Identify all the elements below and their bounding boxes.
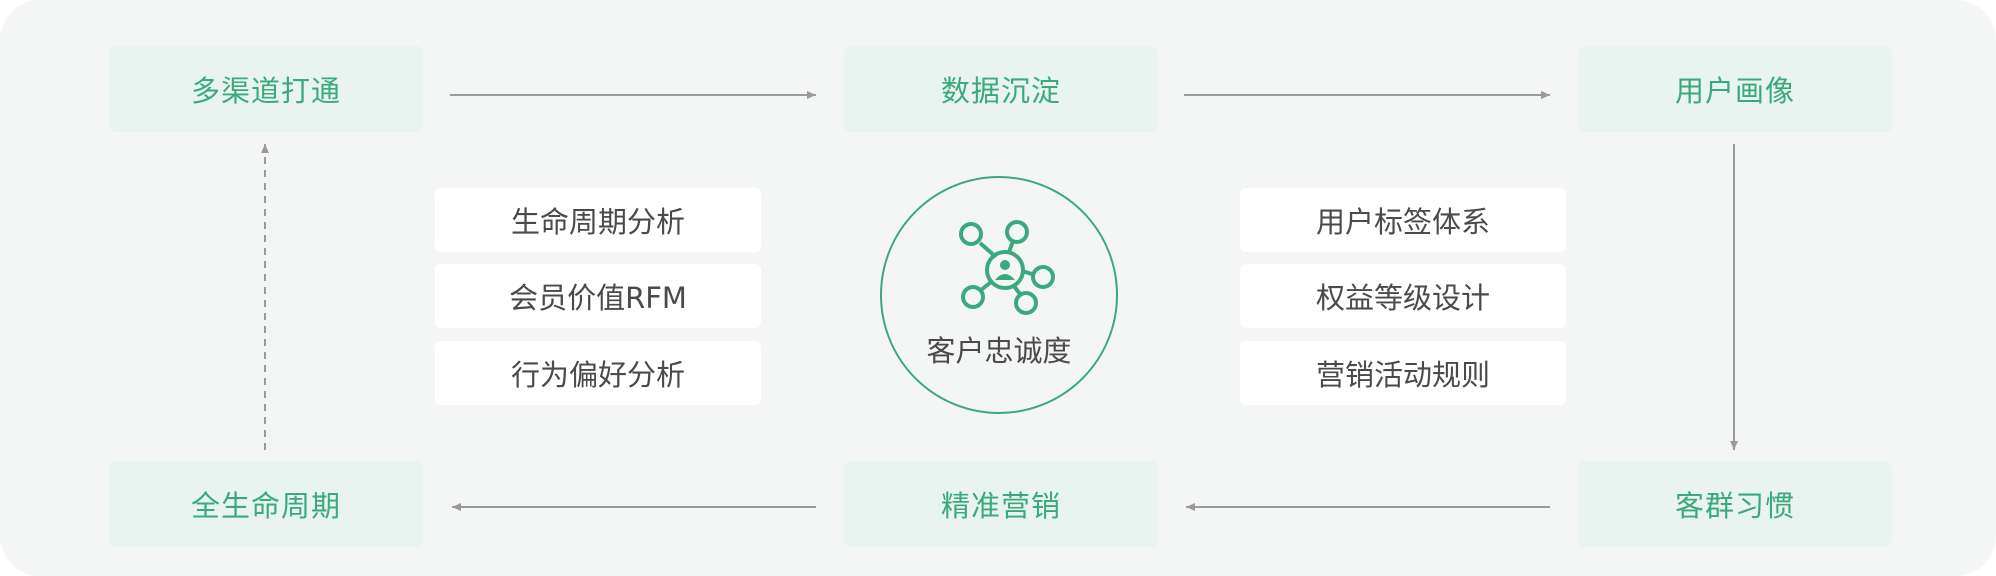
network-user-icon	[959, 220, 1055, 315]
right-tag-marketing-rules: 营销活动规则	[1240, 341, 1566, 405]
left-tag-member-value-rfm: 会员价值RFM	[435, 264, 761, 328]
center-label: 客户忠诚度	[926, 334, 1072, 368]
right-tag-rights-level-design: 权益等级设计	[1240, 264, 1566, 328]
node-data-deposit: 数据沉淀	[844, 46, 1158, 132]
left-tag-lifecycle-analysis: 生命周期分析	[435, 188, 761, 252]
node-user-profile: 用户画像	[1578, 46, 1892, 132]
node-channels: 多渠道打通	[109, 46, 423, 132]
node-group-habits: 客群习惯	[1578, 461, 1892, 547]
left-tag-behavior-preference: 行为偏好分析	[435, 341, 761, 405]
customer-loyalty-circle: 客户忠诚度	[880, 176, 1118, 414]
right-tag-user-label-system: 用户标签体系	[1240, 188, 1566, 252]
node-lifecycle: 全生命周期	[109, 461, 423, 547]
node-precision-marketing: 精准营销	[844, 461, 1158, 547]
